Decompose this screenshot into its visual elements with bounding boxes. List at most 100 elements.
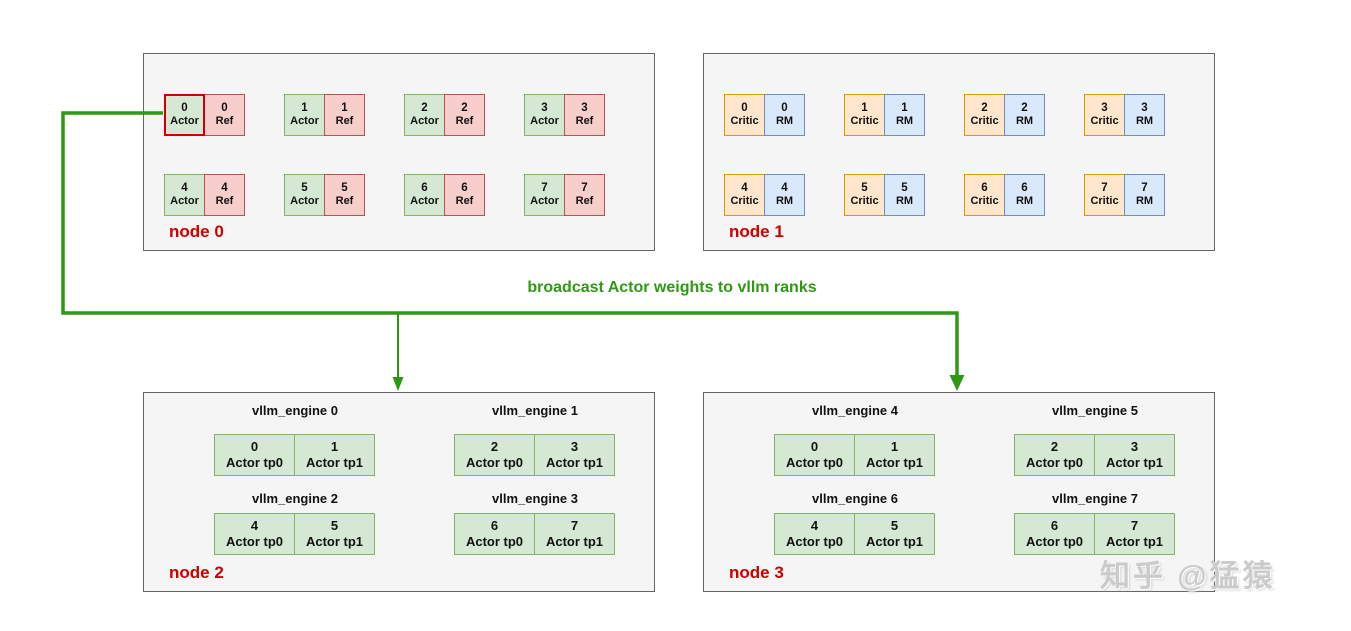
rank-number: 4 [741,181,748,194]
rank-number: 7 [541,181,548,194]
role-label: Actor [290,115,319,128]
role-label: Critic [970,195,999,208]
gpu-pair-actor-ref-7: 7 Actor 7 Ref [524,174,605,216]
role-label: RM [1135,115,1154,128]
actor-tp-cell: 3 Actor tp1 [1094,434,1175,476]
vllm-engine-title: vllm_engine 1 [492,403,578,418]
role-label: RM [1015,115,1034,128]
actor-cell: 7 Actor [524,174,565,216]
rank-number: 4 [810,517,819,533]
role-label: Ref [215,115,234,128]
gpu-pair-actor-ref-3: 3 Actor 3 Ref [524,94,605,136]
rank-number: 2 [981,101,988,114]
role-label: Actor tp0 [465,534,524,549]
vllm-engine-2-box: 4 Actor tp0 5 Actor tp1 [214,513,375,555]
actor-tp-cell: 6 Actor tp0 [1014,513,1095,555]
arrowhead-to-node3-icon [949,375,965,391]
critic-cell: 6 Critic [964,174,1005,216]
rank-number: 5 [901,181,908,194]
critic-cell: 2 Critic [964,94,1005,136]
role-label: Actor [170,115,199,128]
role-label: RM [775,115,794,128]
rank-number: 5 [890,517,899,533]
rm-cell: 3 RM [1124,94,1165,136]
vllm-engine-title: vllm_engine 6 [812,491,898,506]
actor-cell: 6 Actor [404,174,445,216]
actor-cell: 3 Actor [524,94,565,136]
role-label: Actor tp0 [785,534,844,549]
rank-number: 4 [181,181,188,194]
rank-number: 6 [421,181,428,194]
ref-cell: 1 Ref [324,94,365,136]
ref-cell: 5 Ref [324,174,365,216]
critic-cell: 7 Critic [1084,174,1125,216]
rank-number: 0 [810,438,819,454]
role-label: Critic [970,115,999,128]
gpu-pair-critic-rm-1: 1 Critic 1 RM [844,94,925,136]
ref-cell: 2 Ref [444,94,485,136]
role-label: Critic [1090,115,1119,128]
role-label: RM [1135,195,1154,208]
rm-cell: 6 RM [1004,174,1045,216]
vllm-engine-title: vllm_engine 0 [252,403,338,418]
role-label: Ref [455,115,474,128]
actor-tp-cell: 5 Actor tp1 [854,513,935,555]
actor-tp-cell: 4 Actor tp0 [774,513,855,555]
gpu-pair-actor-ref-5: 5 Actor 5 Ref [284,174,365,216]
node-3-label: node 3 [729,563,784,582]
rm-cell: 7 RM [1124,174,1165,216]
vllm-engine-title: vllm_engine 4 [812,403,898,418]
rank-number: 6 [981,181,988,194]
rm-cell: 4 RM [764,174,805,216]
node-1-row-2: 4 Critic 4 RM 5 Critic 5 RM [724,174,1165,216]
role-label: Actor [410,195,439,208]
vllm-engine-title: vllm_engine 5 [1052,403,1138,418]
rank-number: 6 [1050,517,1059,533]
rank-number: 3 [1101,101,1108,114]
actor-tp-cell: 2 Actor tp0 [1014,434,1095,476]
rank-number: 5 [330,517,339,533]
role-label: Actor tp1 [545,534,604,549]
critic-cell: 5 Critic [844,174,885,216]
node-1-row-1: 0 Critic 0 RM 1 Critic 1 RM [724,94,1165,136]
rank-number: 7 [1101,181,1108,194]
gpu-pair-actor-ref-4: 4 Actor 4 Ref [164,174,245,216]
role-label: Critic [730,195,759,208]
gpu-pair-critic-rm-0: 0 Critic 0 RM [724,94,805,136]
role-label: RM [1015,195,1034,208]
role-label: Actor tp1 [1105,455,1164,470]
ref-cell: 0 Ref [204,94,245,136]
vllm-engine-4-box: 0 Actor tp0 1 Actor tp1 [774,434,935,476]
rm-cell: 0 RM [764,94,805,136]
rm-cell: 2 RM [1004,94,1045,136]
rank-number: 6 [1021,181,1028,194]
actor-cell: 4 Actor [164,174,205,216]
role-label: Actor tp0 [465,455,524,470]
actor-tp-cell: 6 Actor tp0 [454,513,535,555]
actor-tp-cell: 4 Actor tp0 [214,513,295,555]
vllm-engine-0-box: 0 Actor tp0 1 Actor tp1 [214,434,375,476]
gpu-pair-actor-ref-1: 1 Actor 1 Ref [284,94,365,136]
ref-cell: 7 Ref [564,174,605,216]
node-2-label: node 2 [169,563,224,582]
role-label: Critic [1090,195,1119,208]
gpu-pair-actor-ref-2: 2 Actor 2 Ref [404,94,485,136]
ref-cell: 6 Ref [444,174,485,216]
role-label: Ref [575,195,594,208]
rank-number: 0 [221,101,228,114]
critic-cell: 1 Critic [844,94,885,136]
gpu-pair-critic-rm-2: 2 Critic 2 RM [964,94,1045,136]
broadcast-arrow-label: broadcast Actor weights to vllm ranks [527,279,817,296]
actor-tp-cell: 3 Actor tp1 [534,434,615,476]
rank-number: 0 [741,101,748,114]
role-label: Actor [530,115,559,128]
rank-number: 7 [1141,181,1148,194]
role-label: Actor tp0 [1025,455,1084,470]
rank-number: 5 [341,181,348,194]
role-label: Critic [850,195,879,208]
rank-number: 2 [490,438,499,454]
vllm-engine-7-box: 6 Actor tp0 7 Actor tp1 [1014,513,1175,555]
rank-number: 4 [781,181,788,194]
rank-number: 1 [341,101,348,114]
vllm-engine-title: vllm_engine 7 [1052,491,1138,506]
